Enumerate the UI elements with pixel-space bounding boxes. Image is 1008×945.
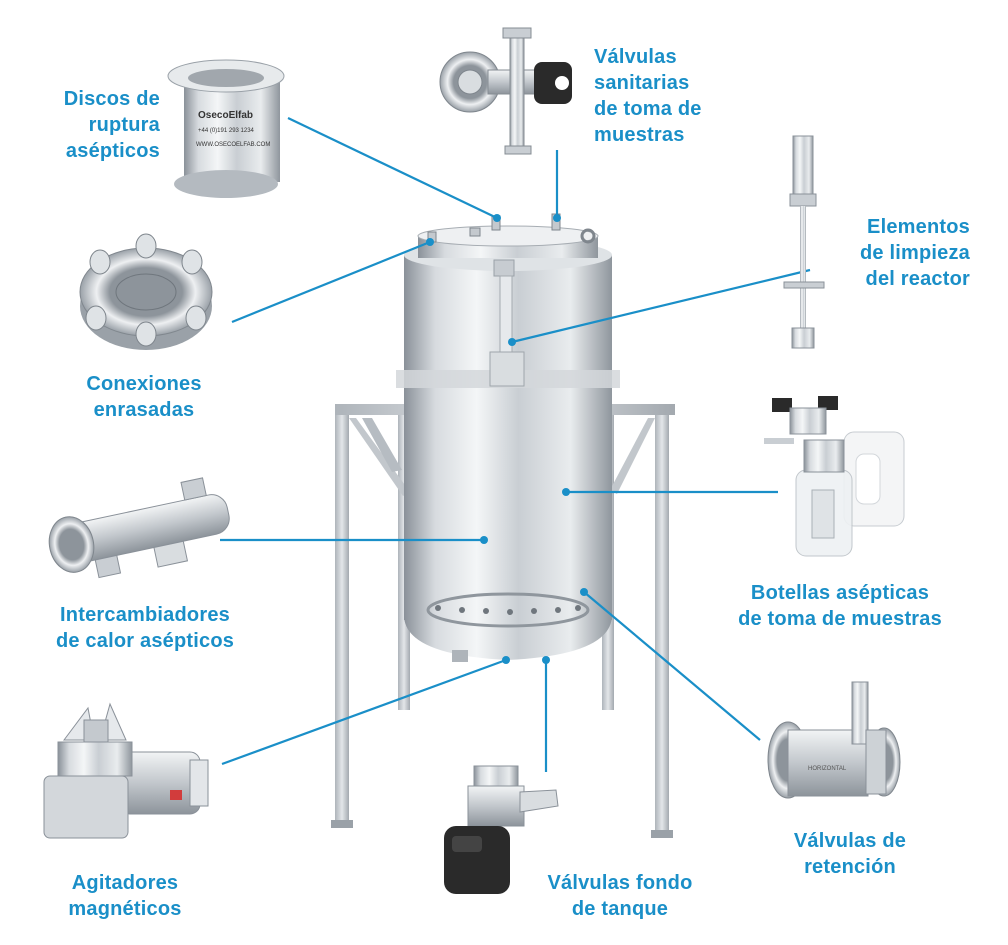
rupture-disc-phone: +44 (0)191 293 1234 (198, 128, 255, 134)
label-rupture-discs: Discos de ruptura asépticos (63, 88, 160, 162)
cleaning-element-image (783, 135, 825, 349)
label-check-valves: Válvulas de retención (793, 830, 907, 878)
heat-exchanger-image (48, 477, 230, 579)
reactor-tank (396, 213, 620, 662)
label-tank-bottom-valves: Válvulas fondo de tanque (547, 872, 693, 920)
bottom-valve-image (444, 765, 559, 894)
flush-connection-image (79, 233, 213, 350)
connector-lines (220, 117, 811, 772)
sampling-valve-image (439, 27, 572, 155)
rupture-disc-image: OsecoElfab +44 (0)191 293 1234 WWW.OSECO… (167, 59, 285, 198)
label-cleaning-elements: Elementos de limpieza del reactor (859, 216, 970, 290)
check-valve-image: HORIZONTAL (767, 681, 901, 799)
label-sampling-valves: Válvulas sanitarias de toma de muestras (594, 46, 702, 146)
label-heat-exchangers: Intercambiadores de calor asépticos (55, 604, 235, 652)
check-valve-engraving: HORIZONTAL (808, 766, 847, 772)
sampling-bottle-image (764, 396, 905, 557)
label-flush-connections: Conexiones enrasadas (86, 373, 202, 421)
label-sampling-bottles: Botellas asépticas de toma de muestras (738, 582, 942, 630)
label-magnetic-agitators: Agitadores magnéticos (68, 872, 182, 920)
rupture-disc-brand: OsecoElfab (198, 110, 253, 121)
magnetic-agitator-image (43, 702, 209, 839)
rupture-disc-web: WWW.OSECOELFAB.COM (196, 142, 270, 148)
